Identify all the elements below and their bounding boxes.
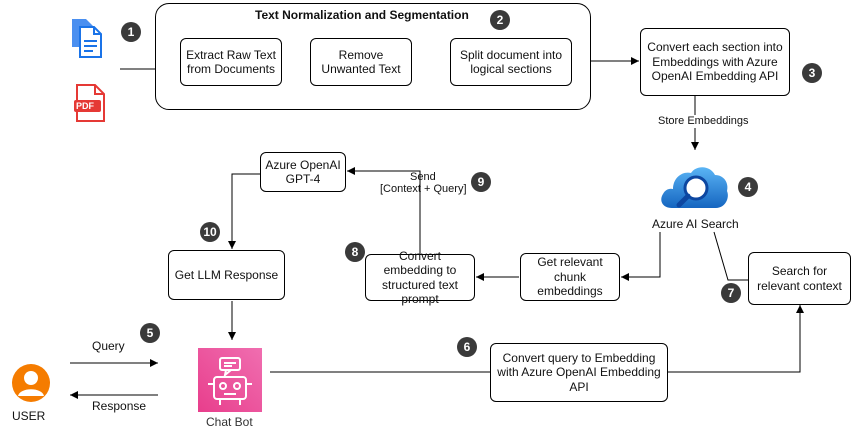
step-badge-2: 2 [490, 10, 510, 30]
arrow-prompt-to-gpt4 [347, 167, 421, 254]
step-badge-9: 9 [471, 172, 491, 192]
azure-ai-search-label: Azure AI Search [652, 217, 739, 231]
response-label: Response [92, 399, 147, 413]
extract-text-node[interactable]: Extract Raw Text from Documents [180, 38, 282, 86]
send-label-line2: [Context + Query] [380, 183, 467, 195]
convert-query-node[interactable]: Convert query to Embedding with Azure Op… [490, 343, 668, 402]
step-badge-1: 1 [121, 22, 141, 42]
step-badge-5: 5 [140, 323, 160, 343]
arrow-search-to-chunks [621, 232, 661, 281]
azure-search-cloud-icon [661, 167, 728, 208]
step-badge-4: 4 [738, 177, 758, 197]
chatbot-icon [198, 348, 262, 412]
split-document-node[interactable]: Split document into logical sections [450, 38, 572, 86]
chunk-embeddings-node[interactable]: Get relevant chunk embeddings [520, 253, 620, 301]
chat-bot-label: Chat Bot [206, 415, 253, 429]
llm-response-node[interactable]: Get LLM Response [168, 250, 285, 300]
group-title: Text Normalization and Segmentation [255, 8, 469, 22]
user-icon [12, 364, 50, 402]
store-embeddings-label: Store Embeddings [656, 115, 751, 128]
send-label-line1: Send [410, 171, 436, 183]
step-badge-6: 6 [457, 337, 477, 357]
line-search-to-context [713, 231, 748, 281]
gpt4-node[interactable]: Azure OpenAI GPT-4 [260, 152, 346, 192]
query-label: Query [92, 339, 125, 353]
pdf-icon-text: PDF [76, 101, 94, 111]
documents-icon [72, 19, 102, 58]
pdf-icon [74, 84, 105, 122]
step-badge-7: 7 [721, 283, 741, 303]
step-badge-10: 10 [200, 222, 220, 242]
remove-text-node[interactable]: Remove Unwanted Text [310, 38, 412, 86]
step-badge-8: 8 [345, 242, 365, 262]
user-label: USER [12, 409, 46, 423]
arrow-query-to-search [668, 305, 804, 373]
structured-prompt-node[interactable]: Convert embedding to structured text pro… [365, 249, 475, 306]
search-context-node[interactable]: Search for relevant context [748, 252, 851, 305]
convert-sections-node[interactable]: Convert each section into Embeddings wit… [640, 28, 790, 96]
arrow-gpt4-to-llm-response [228, 173, 260, 249]
step-badge-3: 3 [802, 63, 822, 83]
